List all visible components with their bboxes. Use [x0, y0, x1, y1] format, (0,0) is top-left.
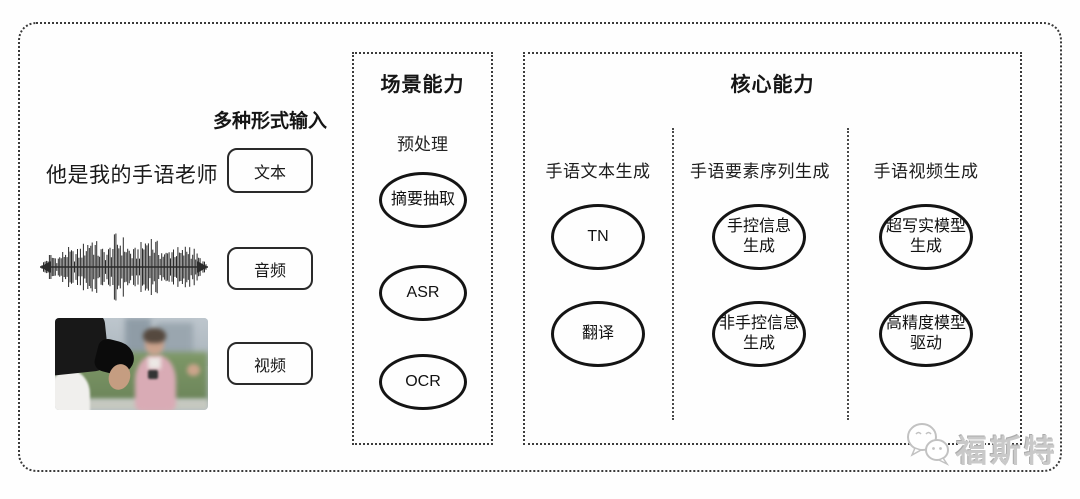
- scene-capability-panel: 场景能力: [352, 52, 493, 445]
- node-hyperrealistic-model-generation: 超写实模型 生成: [879, 204, 973, 270]
- watermark-text: 福斯特: [956, 434, 1058, 469]
- photo-reporter-collar: [148, 356, 161, 369]
- photo-microphone: [147, 369, 159, 379]
- node-summary-extraction: 摘要抽取: [379, 172, 467, 228]
- photo-reporter-hair: [142, 328, 166, 343]
- photo-reporter-hand: [186, 364, 201, 376]
- column-header-sign-text: 手语文本生成: [545, 162, 651, 181]
- audio-waveform-graphic: [40, 233, 208, 301]
- node-high-precision-model-driving: 高精度模型 驱动: [879, 301, 973, 367]
- outer-dotted-frame: [18, 22, 1062, 472]
- chat-bubbles-icon: [907, 423, 950, 466]
- core-column-separator: [847, 128, 849, 420]
- node-translation: 翻译: [551, 301, 645, 367]
- input-section-header: 多种形式输入: [212, 111, 327, 132]
- input-type-text-label: 文本: [253, 164, 286, 182]
- core-capability-title: 核心能力: [730, 74, 815, 96]
- core-column-separator: [672, 128, 674, 420]
- input-type-text-box: 文本: [227, 148, 313, 193]
- column-header-sign-video: 手语视频生成: [873, 162, 979, 181]
- node-manual-info-generation: 手控信息 生成: [712, 204, 806, 270]
- node-tn: TN: [551, 204, 645, 270]
- input-type-audio-label: 音频: [253, 262, 286, 280]
- node-asr: ASR: [379, 265, 467, 321]
- input-type-video-label: 视频: [253, 357, 286, 375]
- node-ocr: OCR: [379, 354, 467, 410]
- input-type-audio-box: 音频: [227, 247, 313, 290]
- scene-capability-title: 场景能力: [380, 74, 465, 96]
- column-header-sign-element-sequence: 手语要素序列生成: [690, 162, 830, 181]
- core-capability-panel: 核心能力: [523, 52, 1022, 445]
- preprocess-label: 预处理: [397, 135, 448, 154]
- photo-path: [55, 398, 208, 410]
- sample-sentence-text: 他是我的手语老师: [46, 164, 218, 187]
- input-type-video-box: 视频: [227, 342, 313, 385]
- node-non-manual-info-generation: 非手控信息 生成: [712, 301, 806, 367]
- reporter-video-thumbnail: [55, 318, 208, 410]
